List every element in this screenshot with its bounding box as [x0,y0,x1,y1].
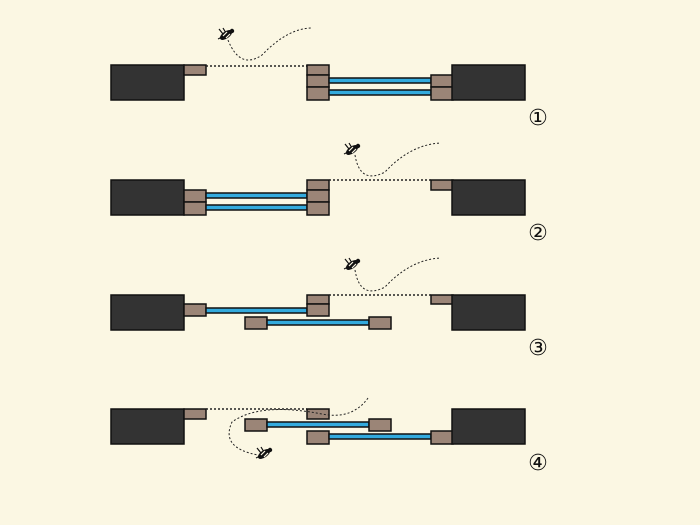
loose-cable-plug [244,316,268,330]
connector [430,430,454,445]
bee-flight-path [227,27,313,61]
loose-cable-wire [266,319,370,326]
step-4: ④ [110,397,548,476]
step-label: ① [528,106,548,131]
right-block [451,294,526,331]
connector [306,179,330,191]
step-3: ③ [110,257,548,361]
connector [306,64,330,76]
wire [205,307,308,314]
wire [328,89,432,96]
connector [183,303,207,317]
step-1: ① [110,27,548,131]
connector [430,294,454,305]
bee-icon [217,27,235,43]
right-block [451,179,526,216]
moving-cable-wire [266,421,370,428]
wire [205,204,308,211]
connector [306,294,330,305]
moving-cable-plug [368,418,392,432]
connector [430,179,454,191]
step-2: ② [110,142,548,246]
wire [328,433,432,440]
connector [183,64,207,76]
bee-flight-path [354,257,441,292]
connector [306,408,330,420]
bee-flight-path [228,397,369,456]
connector [306,86,330,101]
step-label: ② [528,221,548,246]
connector [183,189,207,203]
wire [205,192,308,199]
connector [430,86,454,101]
left-block [110,408,185,445]
left-block [110,294,185,331]
right-block [451,64,526,101]
bee-icon [255,446,273,462]
connector [430,74,454,88]
bee-icon [343,142,361,158]
bee-flight-path [354,142,441,177]
connector [183,201,207,216]
connector [306,430,330,445]
step-label: ④ [528,451,548,476]
right-block [451,408,526,445]
left-block [110,179,185,216]
step-label: ③ [528,336,548,361]
left-block [110,64,185,101]
moving-cable-plug [244,418,268,432]
wire [328,77,432,84]
connector [306,201,330,216]
connector [306,74,330,88]
connector [183,408,207,420]
loose-cable-plug [368,316,392,330]
connector [306,189,330,203]
bee-icon [343,257,361,273]
connector [306,303,330,317]
